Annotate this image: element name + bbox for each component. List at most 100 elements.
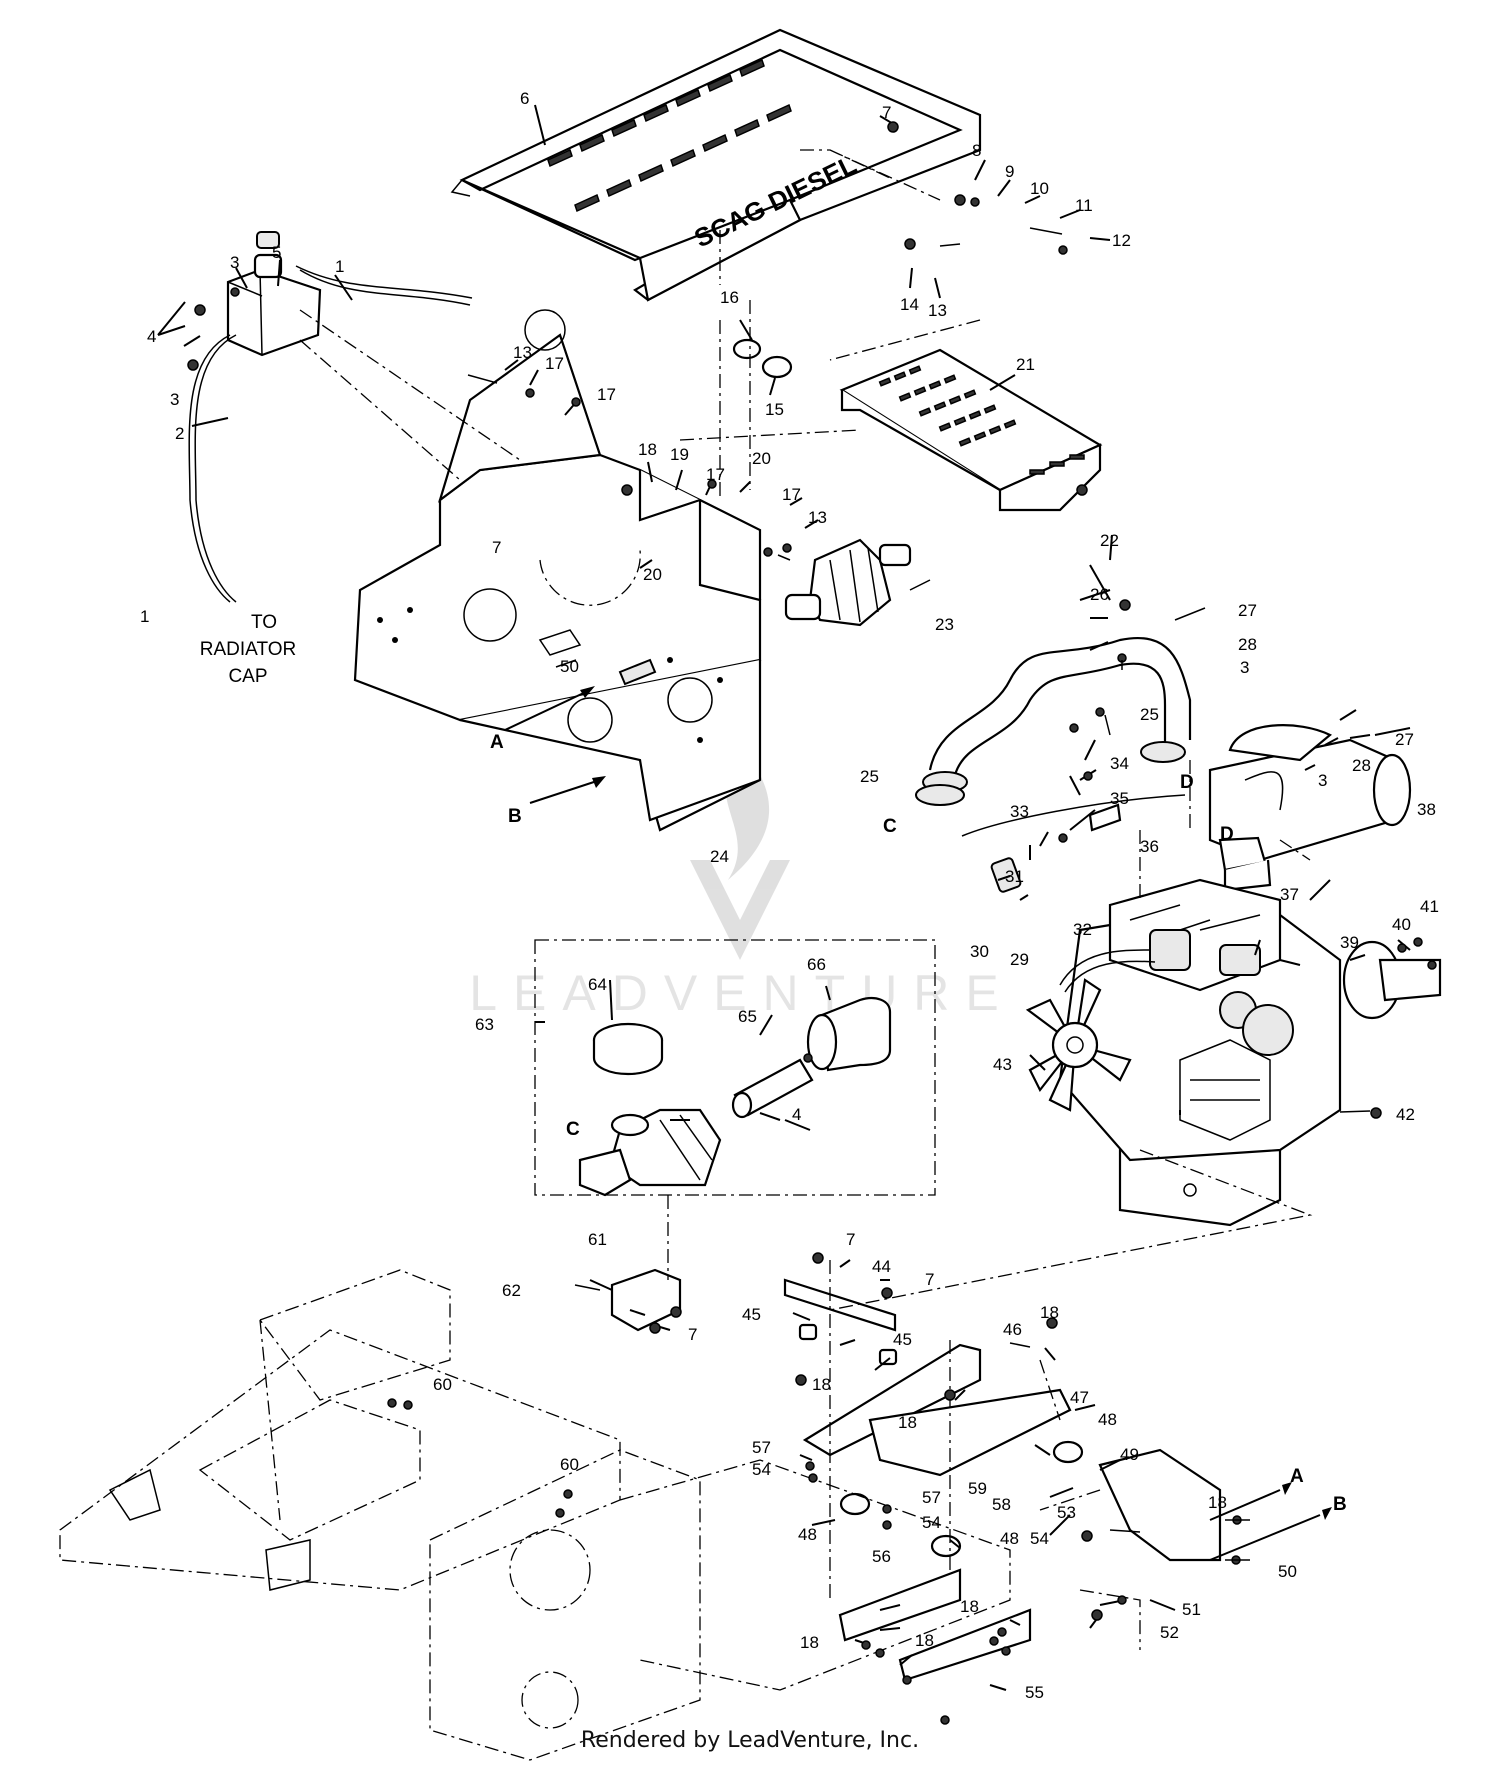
callout-65: 65 [738,1007,757,1026]
callout-11: 11 [1075,196,1093,215]
callout-29: 29 [1010,950,1029,969]
callout-3: 3 [230,253,239,272]
bracket [1088,803,1122,832]
connector-d: D [1180,772,1194,793]
callout-32: 32 [1073,920,1092,939]
callout-36: 36 [1140,837,1159,856]
callout-44: 44 [872,1257,891,1276]
callout-19: 19 [670,445,689,464]
callout-22: 22 [1100,531,1119,550]
callout-48: 48 [798,1525,817,1544]
callout-25: 25 [1140,705,1159,724]
callout-13: 13 [513,343,532,362]
callout-18: 18 [638,440,657,459]
radiator-cap-note: TO RADIATOR CAP [200,612,296,687]
callout-50: 50 [560,657,579,676]
callout-26: 26 [1090,585,1109,604]
callout-27: 27 [1238,601,1257,620]
callout-28: 28 [1238,635,1257,654]
callout-35: 35 [1110,789,1129,808]
callout-1: 1 [140,607,149,626]
connector-arrows [504,686,1332,1561]
callout-45: 45 [893,1330,912,1349]
callout-18: 18 [960,1597,979,1616]
callout-12: 12 [1112,231,1131,250]
callout-43: 43 [993,1055,1012,1074]
watermark-text: LEADVENTURE [469,965,1015,1021]
callout-3: 3 [1240,658,1249,677]
connector-c: C [883,816,897,837]
callout-41: 41 [1420,897,1439,916]
callout-18: 18 [915,1631,934,1650]
callout-34: 34 [1110,754,1129,773]
callout-58: 58 [992,1495,1011,1514]
callout-33: 33 [1010,802,1029,821]
callout-50: 50 [1278,1562,1297,1581]
callout-6: 6 [520,89,529,108]
callout-20: 20 [752,449,771,468]
callout-64: 64 [588,975,607,994]
callout-7: 7 [846,1230,855,1249]
callout-5: 5 [272,243,281,262]
callout-47: 47 [1070,1388,1089,1407]
rubber-bumper [732,338,762,360]
exhaust-deflector [1342,940,1442,1020]
callout-18: 18 [1208,1493,1227,1512]
callout-20: 20 [643,565,662,584]
callout-18: 18 [812,1375,831,1394]
hose-clamp [1140,741,1186,763]
connector-d: D [1220,824,1234,845]
callout-56: 56 [872,1547,891,1566]
callout-7: 7 [882,103,891,122]
note-line-2: RADIATOR [200,639,296,660]
intake-hose [922,637,1192,793]
callout-3: 3 [1318,771,1327,790]
callout-7: 7 [688,1325,697,1344]
air-cleaner-assembly [578,996,892,1197]
engine [1025,878,1342,1227]
note-line-1: TO [251,612,277,633]
callout-4: 4 [792,1105,801,1124]
callout-66: 66 [807,955,826,974]
callout-18: 18 [898,1413,917,1432]
connector-a: A [1290,1466,1304,1487]
callout-17: 17 [782,485,801,504]
callout-59: 59 [968,1479,987,1498]
callout-23: 23 [935,615,954,634]
callout-54: 54 [752,1460,771,1479]
callout-21: 21 [1016,355,1035,374]
connector-letters: A B C D D C A B [490,732,1347,1515]
callout-60: 60 [560,1455,579,1474]
callout-57: 57 [922,1488,941,1507]
callout-24: 24 [710,847,729,866]
callout-60: 60 [433,1375,452,1394]
callout-18: 18 [800,1633,819,1652]
callout-37: 37 [1280,885,1299,904]
callout-8: 8 [972,141,981,160]
callout-25: 25 [860,767,879,786]
connector-b: B [1333,1494,1347,1515]
pump-drive-assembly [784,538,912,627]
callout-18: 18 [1040,1303,1059,1322]
callout-9: 9 [1005,162,1014,181]
callout-14: 14 [900,295,919,314]
hose-clamp [915,784,965,806]
callout-54: 54 [1030,1529,1049,1548]
callout-39: 39 [1340,933,1359,952]
callout-7: 7 [925,1270,934,1289]
hardware-fasteners [187,121,1437,1725]
callout-49: 49 [1120,1445,1139,1464]
callout-52: 52 [1160,1623,1179,1642]
chassis-outline [59,1269,1011,1761]
part-callouts: 6 7 8 9 10 11 12 14 13 1 3 5 4 3 2 16 15… [140,89,1439,1702]
callout-17: 17 [597,385,616,404]
callout-48: 48 [1098,1410,1117,1429]
connector-a: A [490,732,504,753]
callout-53: 53 [1057,1503,1076,1522]
callout-13: 13 [928,301,947,320]
fuel-line [961,794,1186,837]
rubber-bumper [761,355,793,379]
callout-3: 3 [170,390,179,409]
callout-10: 10 [1030,179,1049,198]
